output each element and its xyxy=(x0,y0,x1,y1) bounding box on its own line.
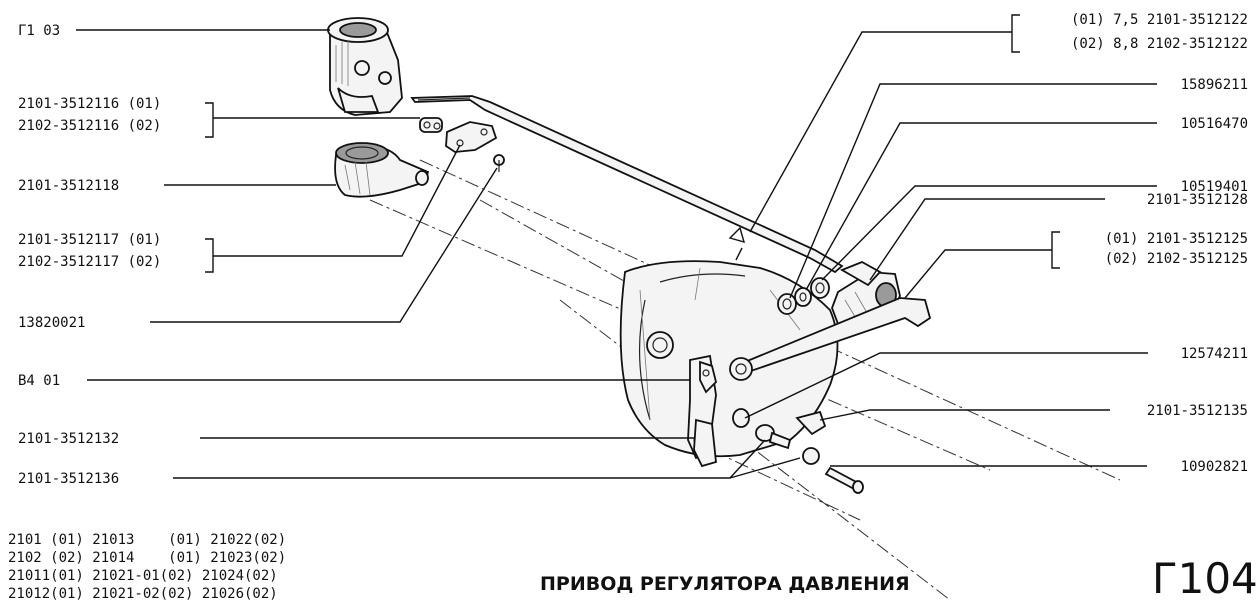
exploded-view-drawing xyxy=(327,17,1121,601)
label-2101-3512135: 2101-3512135 xyxy=(1147,403,1248,419)
left-labels: Г1 03 2101-3512116 (01) 2102-3512116 (02… xyxy=(18,23,161,487)
model-line-1: 2101 (01) 21013 (01) 21022(02) xyxy=(8,532,286,548)
label-2101-3512116-01: 2101-3512116 (01) xyxy=(18,96,161,112)
model-applicability-list: 2101 (01) 21013 (01) 21022(02) 2102 (02)… xyxy=(8,532,286,602)
page-code: Г104 xyxy=(1152,554,1258,603)
diagram-title: ПРИВОД РЕГУЛЯТОРА ДАВЛЕНИЯ xyxy=(540,573,910,595)
link-rod xyxy=(729,297,932,381)
torsion-lever-rod xyxy=(410,95,844,274)
label-10519401: 10519401 xyxy=(1181,179,1248,195)
label-2101-3512136: 2101-3512136 xyxy=(18,471,119,487)
label-2101-3512128: 2101-3512128 xyxy=(1147,192,1248,208)
bolt-group xyxy=(732,408,864,494)
label-10516470: 10516470 xyxy=(1181,116,1248,132)
label-2101-3512125-01: (01) 2101-3512125 xyxy=(1105,231,1248,247)
label-2102-3512117-02: 2102-3512117 (02) xyxy=(18,254,161,270)
label-13820021: 13820021 xyxy=(18,315,85,331)
label-2101-3512117-01: 2101-3512117 (01) xyxy=(18,232,161,248)
label-g103: Г1 03 xyxy=(18,23,60,39)
washer-group xyxy=(777,277,830,315)
label-2101-3512118: 2101-3512118 xyxy=(18,178,119,194)
label-12574211: 12574211 xyxy=(1181,346,1248,362)
label-15896211: 15896211 xyxy=(1181,77,1248,93)
label-2102-3512122-02: (02) 8,8 2102-3512122 xyxy=(1071,36,1248,52)
mounting-bracket xyxy=(687,354,717,468)
nut-13820021 xyxy=(493,154,505,172)
label-10902821: 10902821 xyxy=(1181,459,1248,475)
model-line-4: 21012(01) 21021-02(02) 21026(02) xyxy=(8,586,278,602)
protective-cover xyxy=(334,142,430,198)
label-2102-3512125-02: (02) 2102-3512125 xyxy=(1105,251,1248,267)
label-2101-3512132: 2101-3512132 xyxy=(18,431,119,447)
model-line-2: 2102 (02) 21014 (01) 21023(02) xyxy=(8,550,286,566)
label-2102-3512116-02: 2102-3512116 (02) xyxy=(18,118,161,134)
leader-lines xyxy=(76,14,1157,479)
lever-bracket xyxy=(445,121,498,153)
lever-bushing xyxy=(419,117,443,133)
model-line-3: 21011(01) 21021-01(02) 21024(02) xyxy=(8,568,278,584)
label-2101-3512122-01: (01) 7,5 2101-3512122 xyxy=(1071,12,1248,28)
right-labels: (01) 7,5 2101-3512122 (02) 8,8 2102-3512… xyxy=(1071,12,1248,475)
label-b401: В4 01 xyxy=(18,373,60,389)
regulator-valve-body xyxy=(327,17,403,116)
